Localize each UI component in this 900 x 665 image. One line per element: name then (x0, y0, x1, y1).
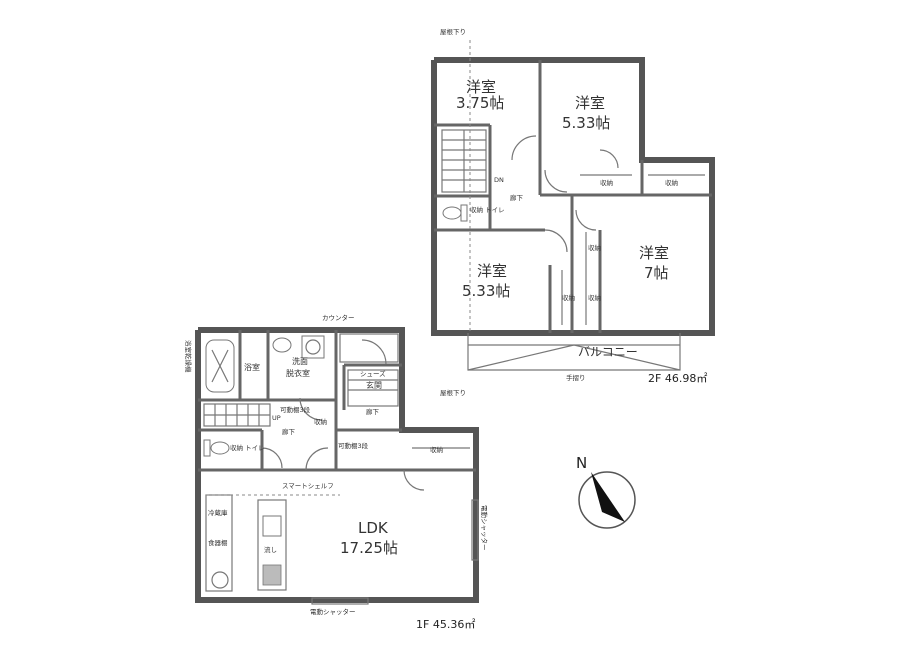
fridge-label: 冷蔵庫 (208, 508, 228, 517)
room-2f-a-size: 3.75帖 (456, 94, 504, 112)
bath-cross-2 (211, 349, 229, 383)
balcony-line-1 (467, 344, 575, 371)
fridge-mark (211, 571, 229, 589)
storage-2f-1-label: 収納 (600, 178, 613, 187)
washroom-name: 洗面 (292, 356, 308, 366)
washing-machine-icon (301, 335, 325, 359)
counter-area (339, 333, 399, 363)
shutter-right-label: 電動シャッター (480, 505, 489, 551)
kitchen-label: 流し (264, 545, 277, 554)
corridor-1f-b-label: 廊下 (282, 427, 296, 436)
pantry-label: 食器棚 (208, 538, 228, 547)
attic-top-label: 屋根下り (440, 27, 466, 36)
toilet-1f-tank (203, 439, 211, 457)
wash-basin-icon (272, 337, 292, 353)
door-2f-2 (544, 169, 568, 193)
up-label: UP (272, 414, 281, 422)
door-2f-5 (599, 149, 619, 169)
door-1f-5 (403, 469, 425, 491)
corridor-1f-a-label: 廊下 (366, 407, 380, 416)
toilet-1f-label: 収納 トイレ (230, 443, 265, 452)
floor-1: LDK 17.25帖 浴室 洗面 脱衣室 カウンター 玄関 シューズ 廊下 廊下… (184, 313, 489, 631)
storage-2f-2-label: 収納 (665, 178, 678, 187)
stairs-1f (203, 403, 271, 427)
toilet-2f-icon (442, 206, 462, 220)
door-2f-4 (575, 209, 597, 231)
toilet-1f-icon (210, 441, 230, 455)
washroom-sub: 脱衣室 (286, 368, 310, 378)
door-1f-4 (305, 447, 329, 471)
storage-1f-small-label: 収納 (314, 417, 327, 426)
compass: N (576, 454, 636, 529)
stove-icon (262, 564, 282, 586)
entrance-steps (347, 369, 399, 407)
balcony-line-2 (573, 344, 681, 371)
shutter-bottom-icon (311, 597, 369, 605)
toilet-2f-label: 収納 トイレ (470, 205, 505, 214)
storage-2f-5-label: 収納 (562, 293, 575, 302)
sink-icon (262, 515, 282, 537)
handrail-label: 手摺り (566, 373, 586, 382)
entrance-label: 玄関 (366, 380, 382, 390)
washing-machine-drum (305, 339, 321, 355)
stairs-2f (441, 129, 487, 193)
toilet-2f-tank (460, 204, 468, 222)
room-2f-c-name: 洋室 (477, 262, 507, 280)
dryer-label: 浴室乾燥機 (184, 340, 193, 373)
door-2f-3 (544, 229, 568, 253)
shutter-right-icon (471, 499, 479, 561)
storage-1f-label: 収納 (430, 445, 443, 454)
bath-name: 浴室 (244, 362, 260, 372)
floor-2-area: 2F 46.98㎡ (648, 372, 707, 385)
shoe-box-label: シューズ (360, 369, 386, 378)
room-2f-a-name: 洋室 (466, 78, 496, 96)
kitchen-counter (257, 499, 287, 591)
door-1f-2 (299, 397, 323, 421)
attic-bottom-label: 屋根下り (440, 388, 466, 397)
north-arrow-icon (591, 472, 625, 522)
balcony-outline (467, 333, 681, 371)
room-2f-c-size: 5.33帖 (462, 282, 510, 300)
counter-label: カウンター (322, 313, 355, 322)
shutter-bottom-label: 電動シャッター (310, 607, 356, 616)
room-2f-d-name: 洋室 (639, 244, 669, 262)
smart-shelf-label: スマートシェルフ (282, 482, 334, 490)
storage-2f-4-label: 収納 (588, 293, 601, 302)
floor-2: 洋室 3.75帖 洋室 5.33帖 洋室 5.33帖 洋室 7帖 バルコニー 廊… (431, 27, 715, 397)
movable-shelf-b-label: 可動棚3段 (338, 441, 369, 450)
door-1f-3 (261, 447, 283, 469)
door-1f-1 (361, 339, 387, 365)
storage-2f-3-label: 収納 (588, 243, 601, 252)
floor-1-area: 1F 45.36㎡ (416, 618, 475, 631)
door-2f-1 (511, 135, 537, 161)
floor-1-outer-wall (195, 327, 479, 603)
ldk-size: 17.25帖 (340, 539, 398, 557)
dn-label: DN (494, 176, 504, 184)
floor-2-outer-wall (431, 57, 715, 336)
room-2f-b-size: 5.33帖 (562, 114, 610, 132)
ldk-name: LDK (358, 519, 389, 537)
room-2f-d-size: 7帖 (644, 264, 669, 282)
movable-shelf-a-label: 可動棚3段 (280, 405, 311, 414)
room-2f-b-name: 洋室 (575, 94, 605, 112)
compass-north-label: N (576, 454, 587, 472)
corridor-2f-label: 廊下 (510, 193, 524, 202)
balcony-label: バルコニー (578, 345, 638, 359)
